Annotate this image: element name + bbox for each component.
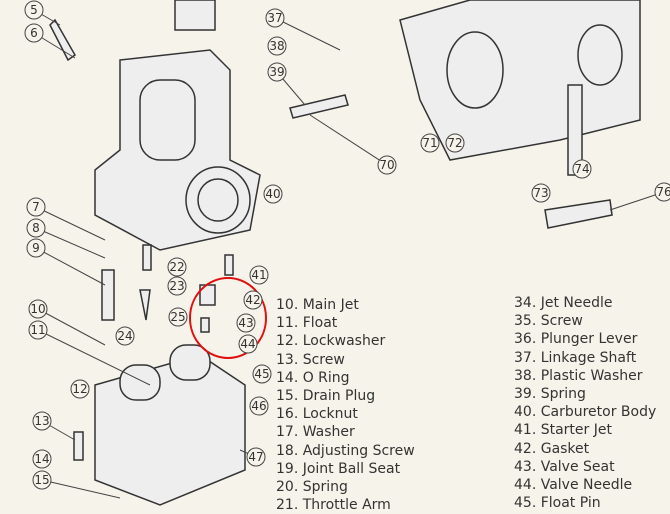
callout-38: 38 <box>267 36 287 56</box>
callout-39: 39 <box>267 62 287 82</box>
svg-text:71: 71 <box>422 136 437 150</box>
parts-list-item: 38. Plastic Washer <box>514 367 643 384</box>
callout-74: 74 <box>572 159 592 179</box>
callout-11: 11 <box>28 320 48 340</box>
parts-list-item: 21. Throttle Arm <box>276 497 391 514</box>
parts-list-item: 13. Screw <box>276 351 345 368</box>
svg-text:15: 15 <box>34 473 49 487</box>
parts-list-item: 17. Washer <box>276 424 355 441</box>
svg-text:40: 40 <box>265 187 280 201</box>
leader-lines <box>33 9 665 499</box>
parts-list-item: 34. Jet Needle <box>514 295 613 311</box>
carburetor-body <box>94 0 261 251</box>
callout-8: 8 <box>26 218 46 238</box>
callout-43: 43 <box>236 313 256 333</box>
svg-text:74: 74 <box>574 162 589 176</box>
svg-text:45: 45 <box>254 367 269 381</box>
parts-list-item: 44. Valve Needle <box>514 477 633 494</box>
callout-24: 24 <box>115 326 135 346</box>
callout-7: 7 <box>26 197 46 217</box>
callout-42: 42 <box>243 290 263 310</box>
callout-71: 71 <box>420 133 440 153</box>
svg-text:43: 43 <box>238 316 253 330</box>
svg-text:37: 37 <box>267 11 282 25</box>
callout-12: 12 <box>70 379 90 399</box>
svg-text:5: 5 <box>30 3 38 17</box>
svg-text:6: 6 <box>30 26 38 40</box>
svg-text:72: 72 <box>447 136 462 150</box>
svg-text:13: 13 <box>34 414 49 428</box>
callout-25: 25 <box>168 307 188 327</box>
parts-list-item: 36. Plunger Lever <box>514 331 638 348</box>
svg-text:12: 12 <box>72 382 87 396</box>
linkage-plate <box>289 0 641 229</box>
parts-list-item: 16. Locknut <box>276 406 358 423</box>
parts-list-item: 20. Spring <box>276 479 348 496</box>
svg-text:76: 76 <box>656 185 670 199</box>
svg-text:47: 47 <box>248 450 263 464</box>
callout-45: 45 <box>252 364 272 384</box>
callout-9: 9 <box>26 238 46 258</box>
callout-40: 40 <box>263 184 283 204</box>
callout-44: 44 <box>238 334 258 354</box>
parts-list-item: 40. Carburetor Body <box>514 404 657 421</box>
svg-text:23: 23 <box>169 279 184 293</box>
callout-13: 13 <box>32 411 52 431</box>
float-bowl <box>94 344 246 506</box>
svg-text:73: 73 <box>533 186 548 200</box>
callout-70: 70 <box>377 155 397 175</box>
svg-text:22: 22 <box>169 260 184 274</box>
callout-76: 76 <box>654 182 670 202</box>
parts-list-item: 12. Lockwasher <box>276 333 386 350</box>
svg-text:8: 8 <box>32 221 40 235</box>
callout-23: 23 <box>167 276 187 296</box>
parts-list-item: 18. Adjusting Screw <box>276 442 415 459</box>
red-highlight-circle <box>189 277 267 359</box>
callout-37: 37 <box>265 8 285 28</box>
svg-text:44: 44 <box>240 337 255 351</box>
callout-46: 46 <box>249 396 269 416</box>
callout-labels: 5 6 7 8 9 10 11 12 13 14 15 22 23 24 25 37 38 39 40 41 42 43 4… <box>24 0 670 490</box>
parts-list-item: 43. Valve Seat <box>514 458 615 475</box>
svg-text:9: 9 <box>32 241 40 255</box>
parts-list-item: 45. Float Pin <box>514 495 601 512</box>
parts-list-item: 10. Main Jet <box>276 297 359 313</box>
parts-list-item: 42. Gasket <box>514 440 590 457</box>
callout-10: 10 <box>28 299 48 319</box>
svg-text:11: 11 <box>30 323 45 337</box>
callout-5: 5 <box>24 0 44 20</box>
callout-15: 15 <box>32 470 52 490</box>
svg-text:10: 10 <box>30 302 45 316</box>
parts-list-item: 37. Linkage Shaft <box>514 349 637 366</box>
svg-text:42: 42 <box>245 293 260 307</box>
callout-47: 47 <box>246 447 266 467</box>
parts-list-item: 11. Float <box>276 315 338 332</box>
svg-text:25: 25 <box>170 310 185 324</box>
callout-14: 14 <box>32 449 52 469</box>
callout-72: 72 <box>445 133 465 153</box>
svg-text:7: 7 <box>32 200 40 214</box>
callout-22: 22 <box>167 257 187 277</box>
parts-list-item: 35. Screw <box>514 313 583 330</box>
parts-list-item: 41. Starter Jet <box>514 422 612 439</box>
svg-text:24: 24 <box>117 329 132 343</box>
parts-list-item: 39. Spring <box>514 386 586 403</box>
callout-73: 73 <box>531 183 551 203</box>
callout-6: 6 <box>24 23 44 43</box>
parts-list-item: 15. Drain Plug <box>276 388 376 405</box>
svg-text:46: 46 <box>251 399 266 413</box>
svg-text:70: 70 <box>379 158 394 172</box>
svg-text:38: 38 <box>269 39 284 53</box>
callout-41: 41 <box>249 265 269 285</box>
parts-list-item: 19. Joint Ball Seat <box>276 460 401 477</box>
svg-text:14: 14 <box>34 452 49 466</box>
svg-text:41: 41 <box>251 268 266 282</box>
parts-list-item: 14. O Ring <box>276 369 350 386</box>
svg-text:39: 39 <box>269 65 284 79</box>
